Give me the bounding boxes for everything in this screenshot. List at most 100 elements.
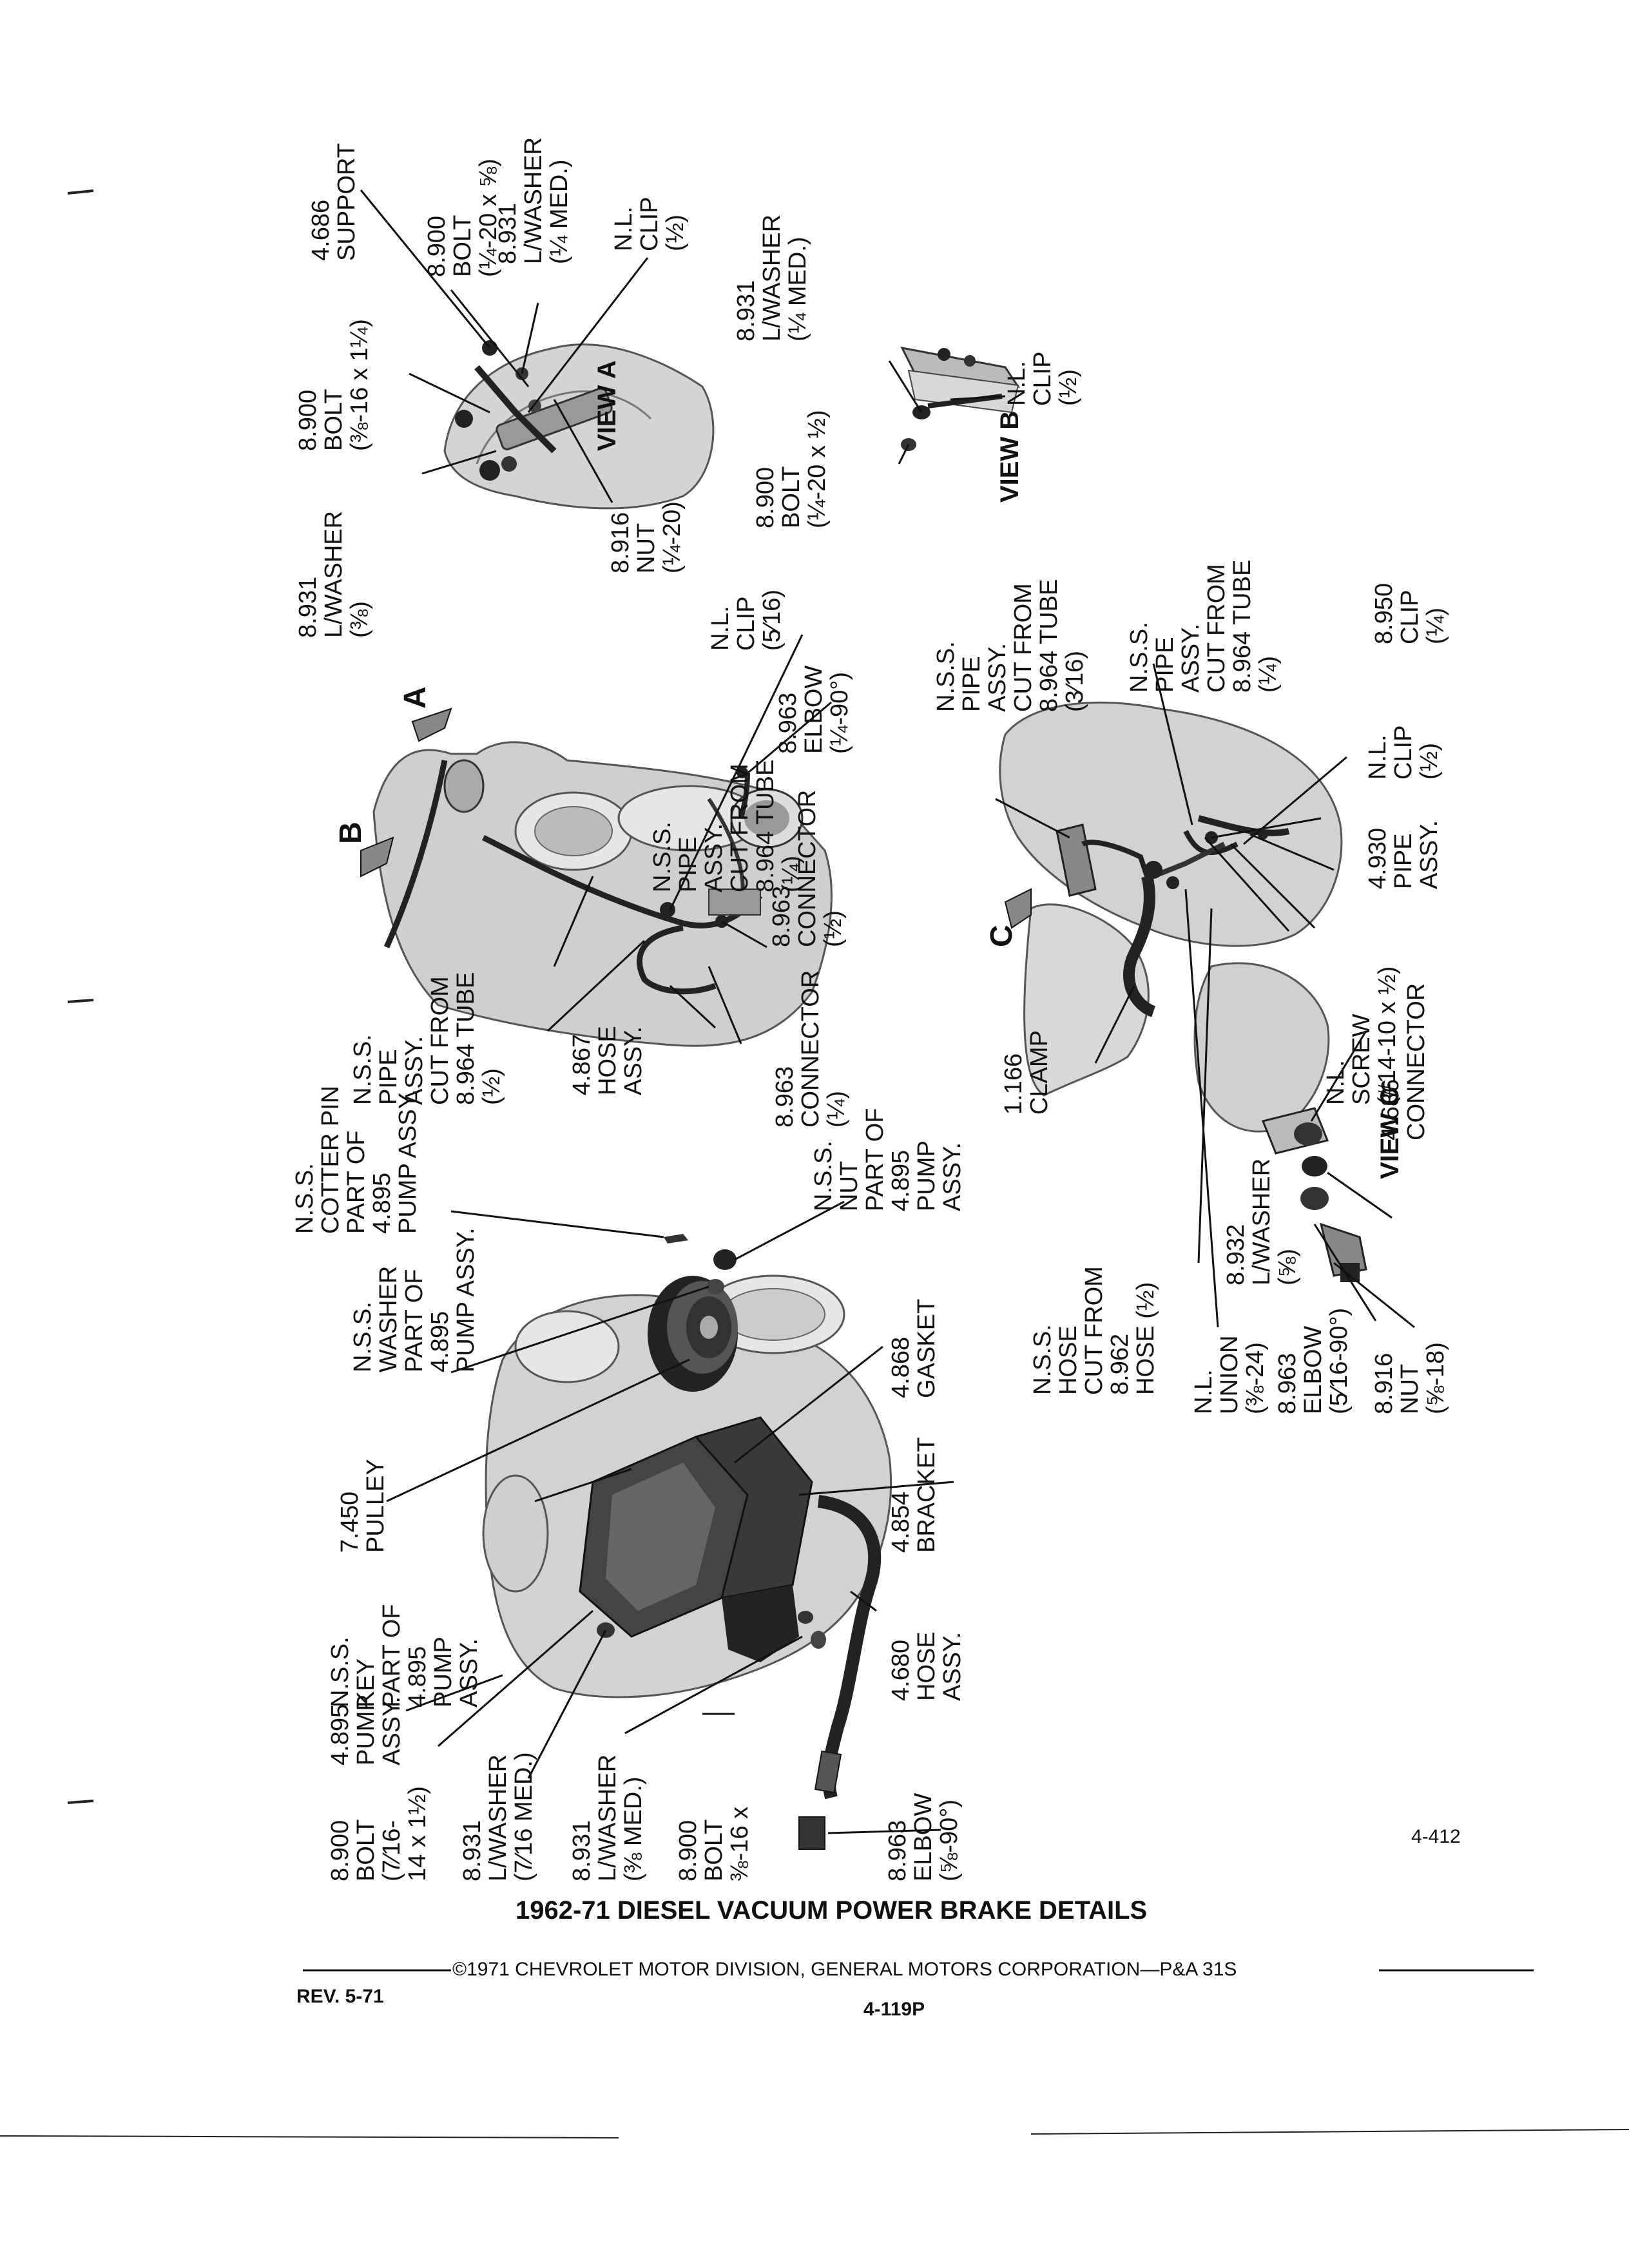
callout-label-line: CLIP (1029, 352, 1056, 406)
callout-label-line: 8.900 (752, 467, 779, 528)
callout-label-line: 8.900 (294, 390, 322, 451)
callout-label: N.S.S.NUTPART OF4.895PUMPASSY. (810, 1108, 966, 1211)
callout-label-line: CUT FROM (1081, 1266, 1108, 1395)
callout-label-line: (¼-20 x ½) (804, 410, 831, 528)
callout-label: N.S.S.PIPEASSY.CUT FROM8.964 TUBE(½) (349, 972, 505, 1105)
callout-label-line: 1.166 (1000, 1053, 1027, 1115)
callout-label: 8.963CONNECTOR(½) (768, 790, 847, 947)
callout-label: 8.932L/WASHER(⅝) (1222, 1158, 1301, 1285)
callout-label-line: (7⁄16- (378, 1820, 405, 1881)
callout-label: 4.854BRACKET (887, 1437, 940, 1553)
callout-label-line: (⅝-18) (1422, 1342, 1449, 1414)
callout-label-line: 8.963 (775, 693, 802, 754)
callout-label-line: PART OF (378, 1604, 405, 1707)
callout-label-line: CLIP (1396, 590, 1423, 644)
callout-label-line: SCREW (1348, 1014, 1375, 1105)
callout-label: 8.916NUT(⅝-18) (1371, 1342, 1449, 1414)
callout-label-line: (¼) (1422, 608, 1449, 644)
callout-label: 4.680HOSEASSY. (887, 1631, 966, 1701)
callout-label: N.L.CLIP(½) (1003, 352, 1082, 406)
callout-label: N.L.SCREW(#14-10 x ½) (1322, 966, 1401, 1105)
callout-label-line: (¼ MED.) (784, 236, 811, 341)
callout-label-line: 4.867 (568, 1034, 595, 1095)
callout-label-line: HOSE (913, 1631, 940, 1701)
callout-label-line: (¼-90°) (826, 672, 853, 754)
callout-label-line: (⅜-16 x 1¼) (346, 319, 373, 451)
callout-label-line: ⅜-16 x (726, 1807, 753, 1881)
callout-label-line: (5⁄16) (758, 590, 786, 651)
callout-label-line: (¼-20 x ⅝) (475, 159, 502, 277)
callout-label-line: N.L. (1190, 1369, 1217, 1414)
callout-label-line: PIPE (1390, 833, 1417, 889)
callout-label-line: PUMP ASSY. (394, 1089, 421, 1234)
callout-label-line: CONNECTOR (794, 790, 821, 947)
callout-label-line: PART OF (343, 1131, 370, 1234)
copyright-line: ©1971 CHEVROLET MOTOR DIVISION, GENERAL … (452, 1959, 1237, 1980)
callout-label-line: 8.931 (459, 1820, 486, 1881)
callout-label-line: (¼) (1255, 656, 1282, 693)
callout-label-line: ASSY. (700, 823, 728, 892)
callout-label-line: ELBOW (800, 666, 827, 754)
callout-label: 8.900BOLT(¼-20 x ½) (752, 410, 831, 528)
callout-label-line: N.L. (610, 206, 637, 251)
callout-label: 8.950CLIP(¼) (1371, 583, 1449, 644)
callout-label-line: NUT (1396, 1364, 1423, 1414)
callout-label-line: ASSY. (939, 1632, 966, 1701)
callout-label-line: N.S.S. (349, 1302, 376, 1372)
callout-label-line: N.L. (1322, 1060, 1349, 1105)
callout-label-line: N.L. (1364, 735, 1391, 780)
callout-label-line: CLIP (636, 197, 663, 251)
callout-label-line: PART OF (862, 1108, 889, 1211)
callout-label: 8.963ELBOW(5⁄16-90°) (1274, 1308, 1353, 1414)
callout-label-line: (½) (662, 215, 689, 251)
callout-label-line: 8.963 (1274, 1353, 1301, 1414)
callout-label-line: (½) (1416, 743, 1443, 780)
callout-label: 4.868GASKET (887, 1299, 940, 1398)
callout-label-line: ASSY. (620, 1026, 647, 1095)
callout-label: 8.931L/WASHER(¼ MED.) (494, 137, 573, 264)
leader-lines (360, 189, 1415, 1834)
callout-label-line: (5⁄16-90°) (1325, 1308, 1353, 1414)
callout-label: N.S.S.PIPEASSY.CUT FROM8.964 TUBE(¼) (1126, 560, 1282, 693)
callout-label-line: PIPE (675, 836, 702, 892)
callout-label-line: PUMP ASSY. (452, 1227, 479, 1372)
callout-label-line: CUT FROM (427, 976, 454, 1105)
callout-label-line: ELBOW (910, 1793, 937, 1881)
callout-label-line: 8.963 (768, 886, 795, 947)
callout-label-line: PIPE (958, 656, 985, 712)
callout-label: 4.930PIPEASSY. (1364, 820, 1443, 889)
page-number: 4-119P (863, 1999, 925, 2020)
callout-label-line: ASSY. (984, 643, 1011, 712)
callout-label-line: (⅝-90°) (936, 1800, 963, 1881)
callout-label-line: CLAMP (1026, 1030, 1053, 1115)
callout-label-line: ASSY. (939, 1142, 966, 1211)
callout-label: 8.900BOLT(7⁄16-14 x 1½) (327, 1786, 431, 1881)
callout-label-line: 8.900 (675, 1820, 702, 1881)
callout-label: N.S.S.KEYPART OF4.895PUMPASSY. (327, 1604, 483, 1707)
callout-label-line: CUT FROM (1010, 583, 1037, 712)
callout-label: N.S.S.HOSECUT FROM8.962HOSE (½) (1029, 1266, 1159, 1395)
callout-label: N.L.CLIP(½) (1364, 726, 1443, 780)
callout-label-line: (⅜) (346, 601, 373, 638)
callout-label-line: 8.916 (1371, 1353, 1398, 1414)
view-caption-a: VIEW A (593, 360, 621, 451)
callout-label-line: COTTER PIN (317, 1086, 344, 1234)
callout-label-line: NUT (633, 523, 660, 573)
callout-label-line: 4.895 (369, 1173, 396, 1234)
callout-label-line: 4.895 (327, 1704, 354, 1765)
callout-label-line: 7.450 (336, 1492, 363, 1553)
callout-label-line: 8.964 TUBE (1036, 579, 1063, 712)
callout-label-line: (¼-20) (659, 501, 686, 573)
callout-label-line: L/WASHER (320, 511, 347, 638)
callout-label-line: ASSY. (1416, 820, 1443, 889)
callout-label-line: N.S.S. (649, 822, 676, 892)
callout-label: 7.450PULLEY (336, 1459, 389, 1553)
callout-label: N.S.S.WASHERPART OF4.895PUMP ASSY. (349, 1227, 479, 1372)
callout-label: 8.931L/WASHER(7⁄16 MED.) (459, 1752, 537, 1881)
callout-label-line: 4.895 (404, 1646, 431, 1707)
callout-label-line: PULLEY (362, 1459, 389, 1553)
callout-label: N.L.UNION(⅜-24) (1190, 1336, 1269, 1414)
callout-label-line: 4.854 (887, 1492, 914, 1553)
callout-label-line: N.S.S. (291, 1163, 318, 1234)
callout-label-line: CONNECTOR (797, 970, 824, 1128)
